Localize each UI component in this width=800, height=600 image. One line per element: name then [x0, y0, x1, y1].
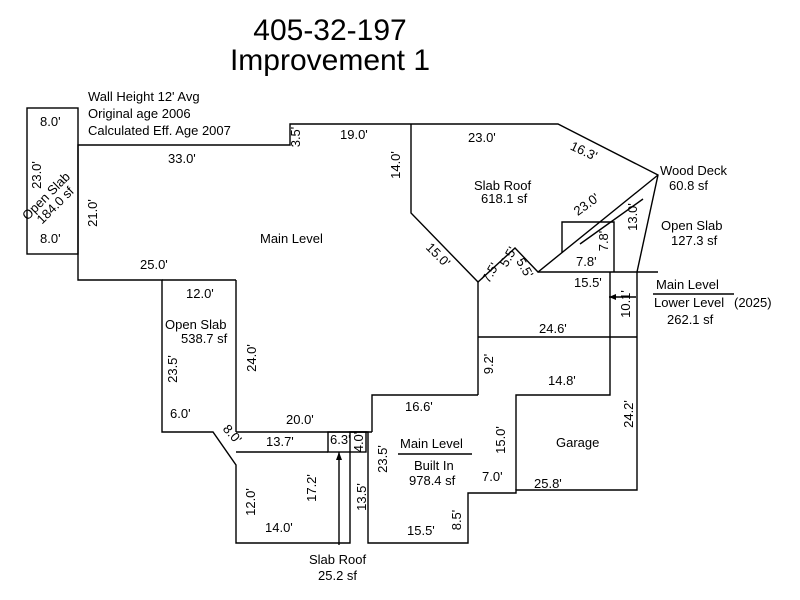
dim-label: 16.3' — [568, 138, 600, 163]
dim-label: 24.6' — [539, 321, 567, 336]
slab-roof-boundary — [410, 124, 659, 283]
slab-roof-bottom-area: 25.2 sf — [318, 568, 357, 583]
garage-label: Garage — [556, 435, 599, 450]
open-slab-right-label: Open Slab — [661, 218, 722, 233]
built-in-area: 978.4 sf — [409, 473, 456, 488]
dim-label: 15.0' — [493, 426, 508, 454]
dim-label: 8.0' — [220, 421, 245, 446]
wood-deck-pointer — [579, 198, 644, 245]
dim-label: 7.0' — [482, 469, 503, 484]
open-slab-right-area: 127.3 sf — [671, 233, 718, 248]
dim-label: 23.0' — [468, 130, 496, 145]
slab-roof-top-area: 618.1 sf — [481, 191, 528, 206]
dim-label: 33.0' — [168, 151, 196, 166]
dim-label: 7.8' — [596, 231, 611, 252]
dim-label: 17.2' — [304, 474, 319, 502]
dim-label: 6.3' — [330, 432, 351, 447]
eff-age-note: Calculated Eff. Age 2007 — [88, 123, 231, 138]
dim-label: 3.5' — [288, 127, 303, 148]
wall-height-note: Wall Height 12' Avg — [88, 89, 200, 104]
main-lower-area: 262.1 sf — [667, 312, 714, 327]
dim-label: 20.0' — [286, 412, 314, 427]
dim-label: 14.0' — [265, 520, 293, 535]
dim-label: 15.5' — [574, 275, 602, 290]
main-lower-year: (2025) — [734, 295, 772, 310]
dim-label: 15.0' — [423, 240, 453, 270]
dim-label: 8.0' — [40, 114, 61, 129]
dim-label: 5.5' — [513, 255, 536, 280]
dim-label: 25.8' — [534, 476, 562, 491]
main-lower-upper-label: Main Level — [656, 277, 719, 292]
lower-level-arrowhead — [609, 294, 616, 300]
dim-label: 13.0' — [625, 203, 640, 231]
dim-label: 24.2' — [621, 400, 636, 428]
wood-deck-area: 60.8 sf — [669, 178, 708, 193]
wood-deck-label: Wood Deck — [660, 163, 727, 178]
dim-label: 10.1' — [618, 290, 633, 318]
dim-label: 14.8' — [548, 373, 576, 388]
dim-label: 14.0' — [388, 151, 403, 179]
dim-label: 16.6' — [405, 399, 433, 414]
improvement-title: Improvement 1 — [229, 44, 431, 77]
dim-label: 13.5' — [354, 483, 369, 511]
dim-label: 9.2' — [481, 354, 496, 375]
original-age-note: Original age 2006 — [88, 106, 191, 121]
dim-label: 21.0' — [85, 199, 100, 227]
dim-label: 12.0' — [243, 488, 258, 516]
main-lower-lower-label: Lower Level — [654, 295, 724, 310]
open-slab-mid-label: Open Slab — [165, 317, 226, 332]
dim-label: 24.0' — [244, 344, 259, 372]
dim-label: 23.0' — [571, 190, 602, 218]
main-level-label: Main Level — [260, 231, 323, 246]
dim-label: 23.0' — [29, 161, 44, 189]
dim-label: 13.7' — [266, 434, 294, 449]
dim-label: 23.5' — [375, 445, 390, 473]
dim-label: 4.0' — [351, 432, 366, 453]
dim-label: 12.0' — [186, 286, 214, 301]
dim-label: 8.5' — [449, 510, 464, 531]
slab-roof-top-label: Slab Roof — [474, 178, 531, 193]
wood-deck-outline — [561, 221, 615, 272]
dim-label: 7.8' — [576, 254, 597, 269]
built-in-upper-label: Main Level — [400, 436, 463, 451]
slab-roof-small — [327, 431, 367, 453]
slab-roof-bottom-label: Slab Roof — [309, 552, 366, 567]
open-slab-mid-area: 538.7 sf — [181, 331, 228, 346]
parcel-number: 405-32-197 — [253, 14, 407, 47]
dim-label: 6.0' — [170, 406, 191, 421]
built-in-lower-label: Built In — [414, 458, 454, 473]
main-outline — [77, 123, 659, 544]
slab-roof-arrowhead — [336, 452, 342, 460]
dim-label: 8.0' — [40, 231, 61, 246]
built-in-boundary — [371, 394, 478, 432]
dim-label: 19.0' — [340, 127, 368, 142]
dim-label: 15.5' — [407, 523, 435, 538]
dim-label: 25.0' — [140, 257, 168, 272]
garage-outline — [515, 337, 611, 490]
dim-label: 23.5' — [165, 355, 180, 383]
